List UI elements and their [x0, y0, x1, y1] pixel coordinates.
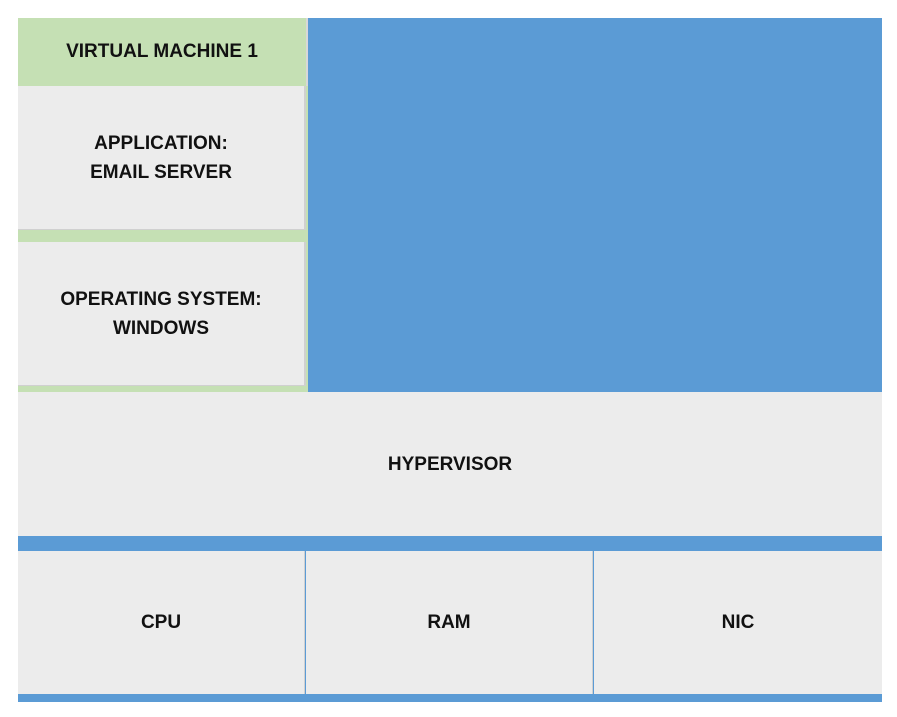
ram-block: RAM	[306, 551, 593, 694]
nic-block: NIC	[594, 551, 882, 694]
virtual-machine-title: VIRTUAL MACHINE 1	[18, 18, 308, 86]
virtual-machine-title-text: VIRTUAL MACHINE 1	[66, 41, 258, 62]
hypervisor-label: HYPERVISOR	[387, 453, 513, 475]
application-value: EMAIL SERVER	[90, 161, 232, 183]
ram-label: RAM	[427, 612, 471, 633]
operating-system-value: WINDOWS	[112, 317, 210, 339]
operating-system-label: OPERATING SYSTEM:	[60, 288, 262, 310]
application-layer: APPLICATION: EMAIL SERVER	[18, 86, 306, 230]
virtualization-diagram: VIRTUAL MACHINE 1 APPLICATION: EMAIL SER…	[18, 18, 882, 702]
hypervisor-layer: HYPERVISOR	[18, 392, 882, 536]
virtual-machine-column: VIRTUAL MACHINE 1 APPLICATION: EMAIL SER…	[18, 18, 308, 398]
operating-system-layer: OPERATING SYSTEM: WINDOWS	[18, 242, 306, 386]
cpu-block: CPU	[18, 551, 305, 694]
application-label: APPLICATION:	[94, 132, 228, 154]
cpu-label: CPU	[140, 612, 182, 633]
nic-label: NIC	[721, 612, 755, 633]
